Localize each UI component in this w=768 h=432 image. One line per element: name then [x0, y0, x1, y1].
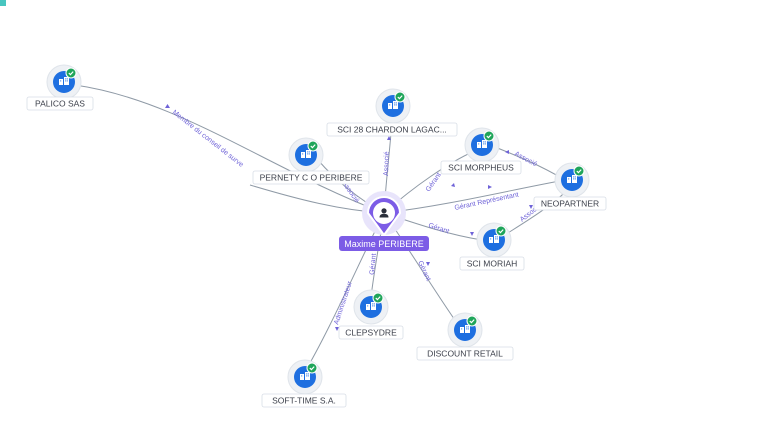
arrows-layer	[165, 104, 533, 331]
edge-palico	[74, 84, 385, 214]
company-label: CLEPSYDRE	[345, 328, 397, 338]
checkmark-glyph	[375, 296, 381, 301]
edge-neo	[383, 179, 566, 214]
check-icon	[466, 315, 478, 327]
company-label: PERNETY C O PERIBERE	[260, 173, 363, 183]
relation-label: Administrateur	[333, 280, 354, 326]
person-name: Maxime PERIBERE	[344, 239, 424, 249]
company-label: DISCOUNT RETAIL	[427, 349, 503, 359]
arrow-icon	[451, 183, 455, 187]
label-box	[459, 256, 525, 271]
label-box	[252, 170, 370, 185]
arrow-icon	[470, 232, 474, 236]
relation-label: Associé	[383, 151, 391, 176]
company-node-clepsydre[interactable]: CLEPSYDRE	[338, 289, 404, 340]
relation-label: Gérant	[425, 172, 443, 194]
label-box	[533, 196, 607, 211]
check-icon	[65, 67, 77, 79]
arrow-icon	[488, 185, 492, 189]
arrow-icon	[165, 104, 170, 108]
checkmark-glyph	[469, 319, 475, 324]
company-label: PALICO SAS	[35, 99, 85, 109]
relation-label: Gérant	[427, 222, 450, 235]
checkmark-glyph	[486, 134, 492, 139]
corner-marker	[0, 0, 6, 6]
arrow-icon	[426, 262, 430, 266]
company-node-pernety[interactable]: PERNETY C O PERIBERE	[252, 137, 370, 185]
company-node-neopartner[interactable]: NEOPARTNER	[533, 162, 607, 211]
person-icon	[379, 208, 389, 218]
check-icon	[306, 362, 318, 374]
check-icon	[573, 165, 585, 177]
checkmark-glyph	[310, 144, 316, 149]
company-node-discount[interactable]: DISCOUNT RETAIL	[416, 312, 514, 361]
label-box	[416, 346, 514, 361]
checkmark-glyph	[68, 71, 74, 76]
check-icon	[394, 91, 406, 103]
label-box	[261, 393, 347, 408]
company-node-palico[interactable]: PALICO SAS	[26, 64, 94, 111]
company-label: SCI 28 CHARDON LAGAC...	[337, 125, 447, 135]
check-icon	[372, 292, 384, 304]
checkmark-glyph	[498, 229, 504, 234]
arrow-icon	[387, 136, 391, 140]
company-label: SCI MORIAH	[467, 259, 518, 269]
arrow-icon	[529, 205, 533, 209]
person-node-center[interactable]: Maxime PERIBERE	[339, 191, 429, 251]
label-box	[326, 122, 458, 137]
check-icon	[307, 140, 319, 152]
company-label: NEOPARTNER	[541, 199, 599, 209]
arrow-icon	[505, 150, 509, 154]
label-box	[26, 96, 94, 111]
company-node-softtime[interactable]: SOFT-TIME S.A.	[261, 359, 347, 408]
arrow-icon	[335, 327, 339, 331]
relation-label: Membre du conseil de surve	[171, 109, 245, 169]
check-icon	[483, 130, 495, 142]
company-node-sci28[interactable]: SCI 28 CHARDON LAGAC...	[326, 88, 458, 137]
relation-label: Gérant	[369, 253, 378, 275]
company-node-moriah[interactable]: SCI MORIAH	[459, 222, 525, 271]
label-box	[440, 160, 522, 175]
checkmark-glyph	[576, 169, 582, 174]
check-icon	[495, 225, 507, 237]
relation-label: Gérant Représentant	[454, 192, 519, 212]
company-label: SOFT-TIME S.A.	[272, 396, 336, 406]
label-box	[338, 325, 404, 340]
person-label-box	[339, 236, 429, 251]
checkmark-glyph	[309, 366, 315, 371]
checkmark-glyph	[397, 95, 403, 100]
company-node-morpheus[interactable]: SCI MORPHEUS	[440, 127, 522, 175]
company-label: SCI MORPHEUS	[448, 163, 514, 173]
